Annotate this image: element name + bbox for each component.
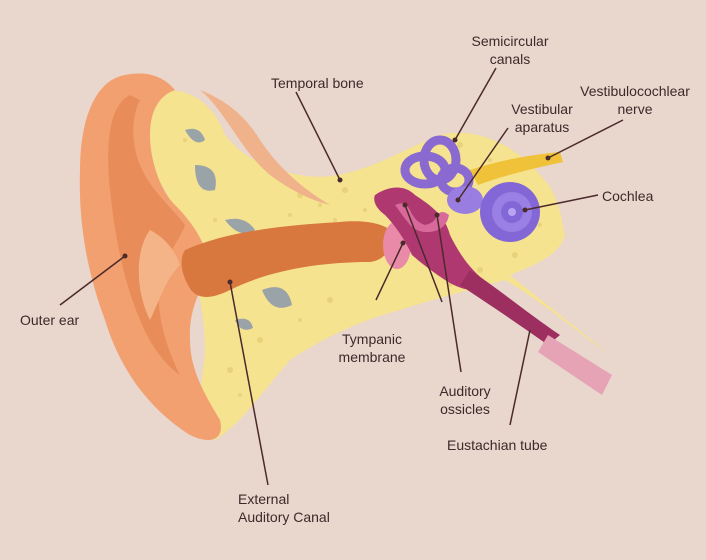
ossicles-shape [395, 203, 449, 233]
label-vestibular-aparatus: Vestibular aparatus [511, 101, 573, 135]
eustachian-tube-shape [460, 270, 560, 345]
label-tympanic-membrane: Tympanic membrane [338, 331, 406, 365]
label-vestibulocochlear-nerve: Vestibulocochlear nerve [580, 83, 690, 117]
leader-lines [59, 67, 624, 486]
bone-texture [183, 138, 542, 397]
cochlea-shape [480, 182, 540, 242]
label-temporal-bone: Temporal bone [271, 75, 364, 91]
label-external-auditory-canal: External Auditory Canal [238, 491, 330, 525]
label-eustachian-tube: Eustachian tube [447, 437, 548, 453]
vestibule-shape [447, 186, 483, 214]
outer-ear-fold [108, 95, 185, 375]
label-auditory-ossicles: Auditory ossicles [439, 383, 491, 417]
leader-dots [122, 137, 551, 285]
outer-ear-inner [138, 230, 180, 320]
label-semicircular-canals: Semicircular canals [471, 33, 549, 67]
nerve-shape [470, 152, 563, 185]
bone-cavities [185, 128, 292, 330]
label-cochlea: Cochlea [602, 188, 654, 204]
skin-layer [200, 90, 330, 205]
label-outer-ear: Outer ear [20, 312, 80, 328]
eustachian-tube-end [538, 335, 612, 395]
auditory-canal-shape [181, 221, 391, 297]
